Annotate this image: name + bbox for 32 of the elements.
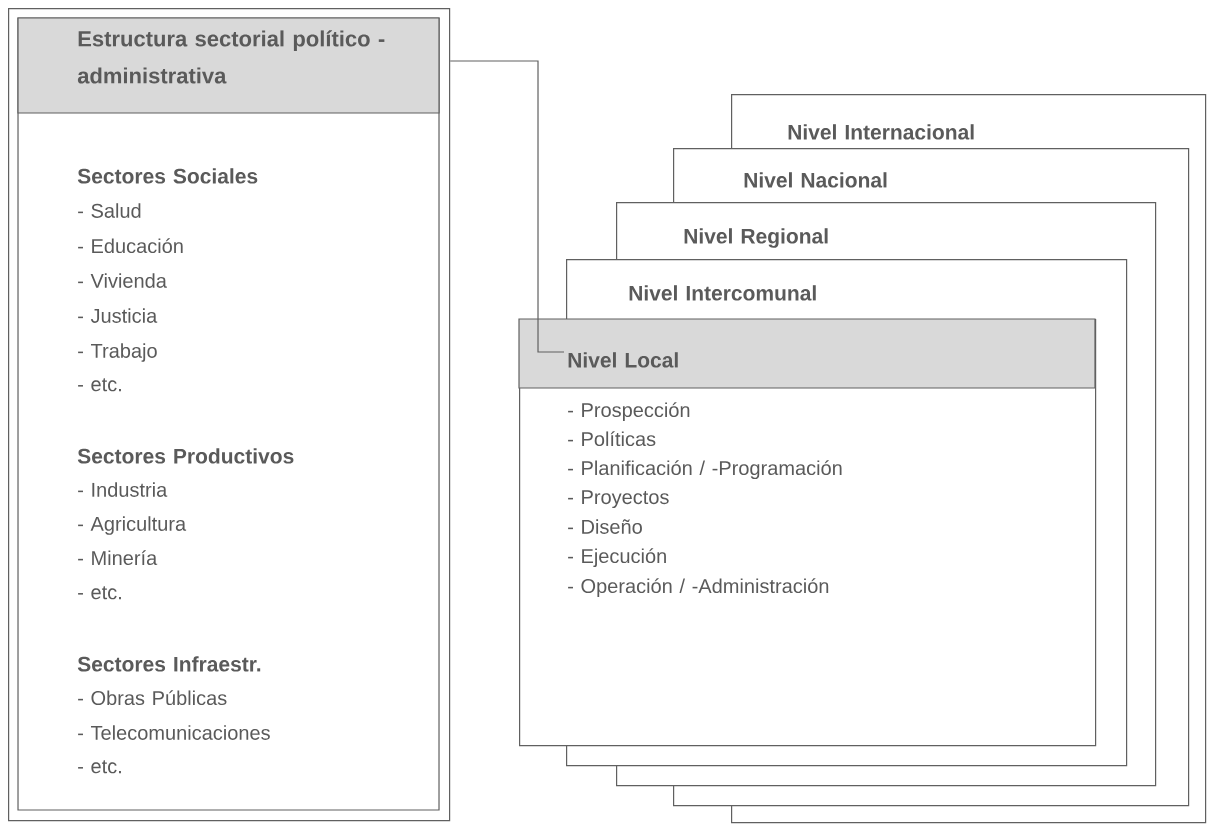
list-item: - Operación / -Administración	[568, 578, 829, 598]
list-item: - Minería	[78, 550, 158, 566]
list-item: - Obras Públicas	[78, 690, 227, 706]
heading: Nivel Local	[568, 352, 678, 368]
list-item: - Educación	[78, 238, 183, 254]
heading: Nivel Intercomunal	[629, 285, 816, 301]
list-item: - Vivienda	[78, 273, 167, 288]
list-item: - Justicia	[78, 308, 158, 323]
list-item: - etc.	[78, 586, 121, 600]
list-item: - etc.	[78, 760, 121, 774]
list-item: - Planificación / -Programación	[568, 460, 842, 480]
heading: Nivel Nacional	[744, 172, 887, 188]
heading: Nivel Regional	[684, 228, 828, 248]
list-item: - Políticas	[568, 431, 656, 447]
list-item: - Trabajo	[78, 343, 157, 362]
heading: Sectores Infraestr.	[77, 656, 261, 672]
list-item: - etc.	[78, 378, 121, 392]
heading: Sectores Productivos	[77, 448, 294, 464]
list-item: - Industria	[78, 482, 168, 497]
list-item: - Diseño	[568, 519, 642, 534]
list-item: - Telecomunicaciones	[78, 725, 270, 740]
heading: Sectores Sociales	[77, 168, 258, 184]
list-item: - Agricultura	[78, 516, 187, 535]
panel-box	[8, 8, 451, 822]
list-item: - Ejecución	[568, 548, 666, 568]
heading: Nivel Internacional	[788, 124, 974, 140]
panel-box	[518, 318, 1097, 747]
connector-line	[449, 60, 565, 353]
list-item: - Salud	[78, 203, 141, 218]
list-item: - Prospección	[568, 402, 690, 422]
heading: Estructura sectorial político - administrativa	[77, 30, 385, 84]
list-item: - Proyectos	[568, 490, 669, 509]
